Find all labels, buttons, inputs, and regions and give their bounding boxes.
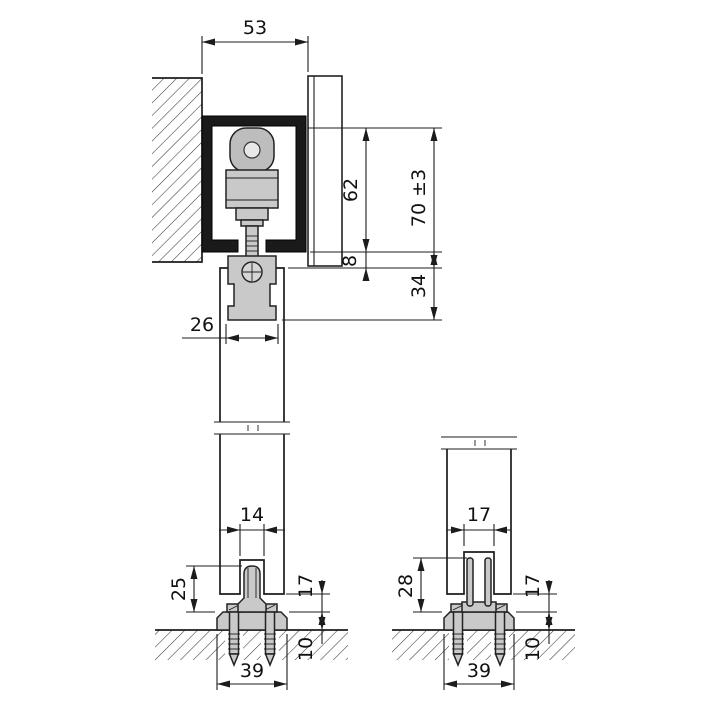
dim-plate-width-left: 39	[216, 634, 288, 690]
washer	[240, 219, 264, 227]
dim-label-groove-width-right: 17	[467, 504, 491, 526]
door-break-left	[214, 421, 290, 435]
guide-plate-left	[216, 611, 288, 631]
door-panel-lower-left	[219, 434, 285, 595]
dim-label-guide-height-left: 25	[168, 577, 190, 601]
dim-label-bottom-clearance-left: 17	[295, 574, 317, 598]
dim-track-width: 53	[201, 17, 309, 74]
floor-screw	[262, 603, 278, 667]
suspension-nut	[235, 207, 269, 221]
fascia-panel	[307, 75, 343, 267]
floor-guide-right-detail: 17 28 17 10 39	[392, 436, 575, 690]
hanger-bracket	[227, 255, 277, 321]
dim-label-suspension-width: 26	[190, 314, 214, 336]
dim-guide-height-right: 28	[395, 557, 467, 613]
dim-groove-width-left: 14	[219, 504, 285, 556]
wall-section	[152, 77, 203, 263]
dim-rail-height: 62 8	[339, 128, 370, 281]
dim-installation-height: 70 ±3 34	[408, 128, 438, 320]
wheel-hub	[243, 141, 261, 159]
dim-groove-width-right: 17	[447, 504, 511, 546]
floor-screw	[450, 603, 466, 667]
guide-fin-left	[237, 565, 267, 613]
dim-clearance-plate-right: 17 10	[513, 574, 557, 661]
dim-plate-width-right: 39	[443, 634, 515, 690]
dim-label-bottom-clearance-right: 17	[522, 574, 544, 598]
floor-hatch-left	[155, 630, 348, 660]
dim-suspension-width: 26	[182, 314, 279, 344]
dim-label-suspension-height: 34	[408, 274, 430, 298]
dim-label-plate-width-left: 39	[240, 660, 264, 682]
dim-label-groove-width-left: 14	[240, 504, 264, 526]
dim-label-guide-height-right: 28	[395, 574, 417, 598]
floor-hatch-right	[392, 630, 575, 660]
carriage-body	[225, 169, 279, 209]
dim-label-plate-width-right: 39	[467, 660, 491, 682]
floor-guide-left-detail: 14 25 17 10 39	[155, 434, 348, 690]
dim-label-track-width: 53	[243, 17, 267, 39]
door-break-right	[441, 436, 517, 450]
suspension-bolt	[245, 225, 259, 259]
dim-clearance-plate-left: 17 10	[286, 574, 330, 661]
dim-label-plate-height-right: 10	[522, 637, 544, 661]
dim-label-clearance: 8	[339, 255, 361, 267]
dim-guide-height-left: 25	[168, 565, 242, 613]
dim-label-plate-height-left: 10	[295, 637, 317, 661]
roller-carriage	[225, 127, 279, 259]
dim-label-rail-height: 62	[340, 178, 362, 202]
guide-channel-right	[461, 557, 497, 613]
door-panel-lower-right	[446, 449, 512, 595]
running-track-profile	[201, 115, 307, 253]
extension-lines-right	[282, 127, 442, 321]
dim-label-installation-height: 70 ±3	[408, 169, 430, 227]
